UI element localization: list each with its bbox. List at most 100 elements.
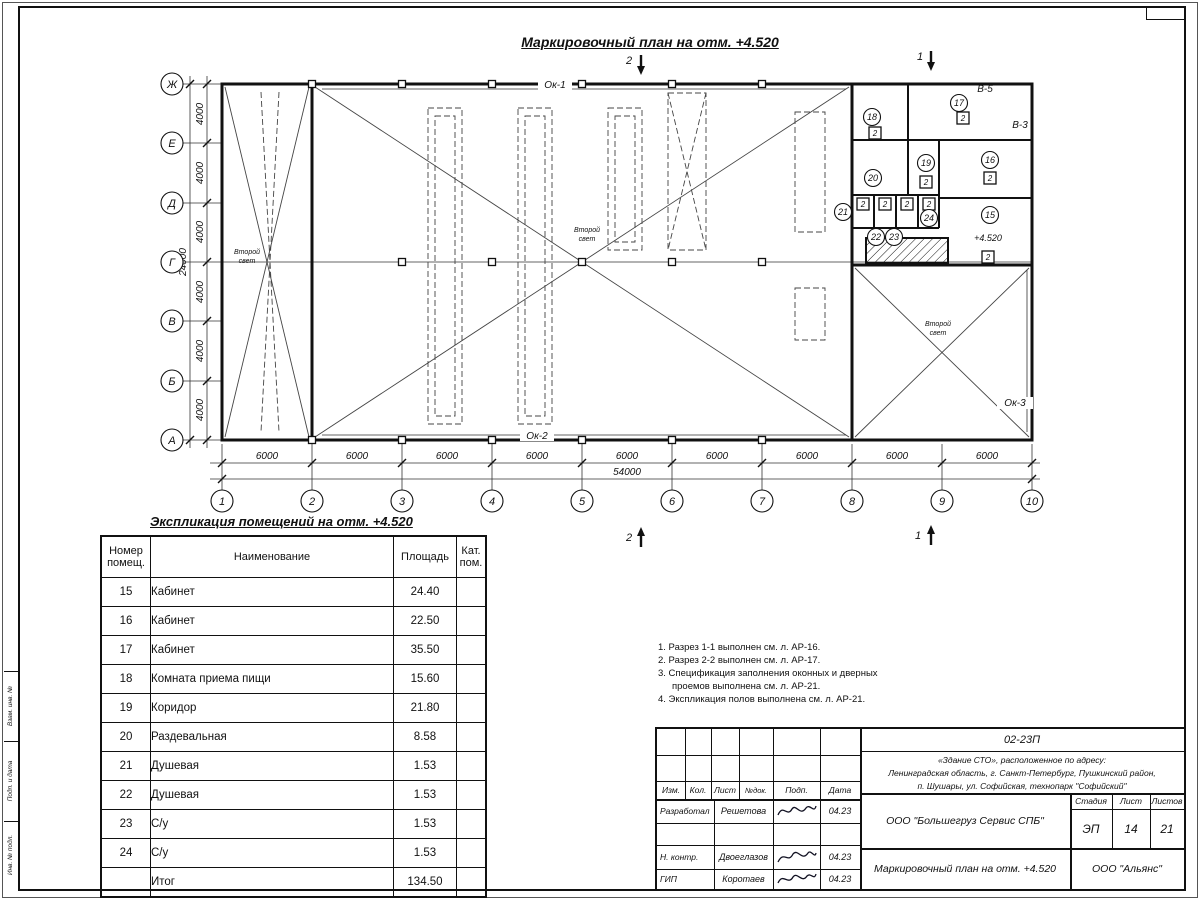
room-area: 1.53 — [393, 780, 457, 810]
door-mark-label: 2 — [872, 129, 878, 138]
room-number: 19 — [100, 693, 151, 723]
dim-label: 6000 — [526, 451, 549, 462]
dim-label: 4000 — [195, 339, 206, 362]
section-mark-label: 1 — [915, 530, 921, 542]
dim-label: 6000 — [256, 451, 279, 462]
room-name: С/у — [150, 809, 394, 839]
room-name: Кабинет — [150, 577, 394, 607]
tb-col-ndok: №док. — [744, 785, 768, 795]
tb-contractor-org: ООО "Большегруз Сервис СПБ" — [886, 814, 1044, 827]
room-area: 8.58 — [393, 722, 457, 752]
walls — [220, 82, 1034, 442]
room-number: 21 — [100, 751, 151, 781]
axis-row-label: Ж — [166, 79, 178, 91]
tb-role-name: Решетова — [720, 806, 767, 816]
elevation-mark: +4.520 — [974, 233, 1002, 243]
room-tag: 21 — [837, 207, 848, 217]
axis-row-label: Е — [168, 138, 176, 150]
room-number: 15 — [100, 577, 151, 607]
window-label-ok1: Ок-1 — [544, 80, 565, 91]
room-name: Комната приема пищи — [150, 664, 394, 694]
dim-label: 6000 — [796, 451, 819, 462]
second-light-label: Второй — [574, 226, 600, 234]
axis-row-label: Г — [169, 257, 176, 269]
tb-col-list: Лист — [714, 785, 736, 795]
dim-total-label: 54000 — [613, 467, 641, 478]
axis-col-label: 8 — [849, 496, 856, 508]
margin-divider — [4, 821, 18, 822]
note-line: 4. Экспликация полов выполнена см. л. АР… — [658, 694, 866, 705]
tb-col-podp: Подп. — [785, 785, 808, 795]
room-tag: 22 — [870, 232, 881, 242]
dim-label: 6000 — [616, 451, 639, 462]
axis-col-label: 1 — [219, 496, 225, 508]
section-mark-label: 1 — [917, 51, 923, 63]
axis-row-label: Б — [168, 376, 175, 388]
door-mark-label: 2 — [985, 253, 991, 262]
sheet-frame — [18, 6, 1186, 891]
room-number: 16 — [100, 606, 151, 636]
tb-date: 04.23 — [828, 852, 852, 862]
door-mark-label: 2 — [926, 200, 932, 209]
room-category — [456, 693, 487, 723]
note-line: проемов выполнена см. л. АР-21. — [672, 681, 821, 692]
dashed-openings — [260, 91, 826, 433]
tb-address-line: п. Шушары, ул. Софийская, технопарк "Соф… — [917, 780, 1127, 791]
room-tag: 15 — [985, 210, 996, 220]
tb-col-izm: Изм. — [661, 785, 681, 795]
axis-col-label: 3 — [399, 496, 406, 508]
door-mark-label: 2 — [860, 200, 866, 209]
room-tag: 20 — [867, 173, 878, 183]
tb-stage-value: ЭП — [1082, 821, 1100, 836]
title-block: Изм. Кол. Лист №док. Подп. Дата Разработ… — [655, 727, 1186, 891]
dimensions: 6000 6000 6000 6000 6000 6000 6000 6000 … — [178, 76, 1040, 484]
room-number: 22 — [100, 780, 151, 810]
signature — [777, 851, 817, 863]
axis-col-label: 7 — [759, 496, 766, 508]
second-light-label: свет — [239, 258, 256, 265]
axis-col-label: 9 — [939, 496, 945, 508]
schedule-header-name: Наименование — [150, 535, 394, 578]
door-mark-label: 2 — [987, 174, 993, 183]
room-category — [456, 867, 487, 898]
room-name: Коридор — [150, 693, 394, 723]
room-area: 1.53 — [393, 751, 457, 781]
dim-label: 6000 — [346, 451, 369, 462]
dim-label: 4000 — [195, 220, 206, 243]
schedule-header-num: Номер помещ. — [100, 535, 151, 578]
room-name: Кабинет — [150, 606, 394, 636]
dim-label: 6000 — [436, 451, 459, 462]
schedule-header-cat: Кат. пом. — [456, 535, 487, 578]
dim-label: 6000 — [706, 451, 729, 462]
tb-role: Разработал — [660, 806, 710, 816]
door-mark-label: 2 — [882, 200, 888, 209]
room-schedule-table: Номер помещ. Наименование Площадь Кат. п… — [100, 535, 487, 898]
tb-address-line: «Здание СТО», расположенное по адресу: — [937, 754, 1107, 765]
axis-col-label: 2 — [308, 496, 315, 508]
room-category — [456, 577, 487, 607]
room-category — [456, 635, 487, 665]
axis-row-label: А — [167, 435, 175, 447]
room-category — [456, 606, 487, 636]
room-tag: 16 — [985, 155, 995, 165]
room-category — [456, 780, 487, 810]
room-tags: 15 16 17 18 19 20 21 22 23 24 — [833, 93, 1000, 247]
room-number: 24 — [100, 838, 151, 868]
room-name: Кабинет — [150, 635, 394, 665]
room-number — [100, 867, 151, 898]
schedule-header-row: Номер помещ. Наименование Площадь Кат. п… — [100, 535, 487, 578]
axis-col-label: 4 — [489, 496, 495, 508]
schedule-header-area: Площадь — [393, 535, 457, 578]
section-mark-label: 2 — [625, 532, 632, 544]
room-area: 35.50 — [393, 635, 457, 665]
margin-divider — [4, 671, 18, 672]
section-mark-label: 2 — [625, 55, 632, 67]
